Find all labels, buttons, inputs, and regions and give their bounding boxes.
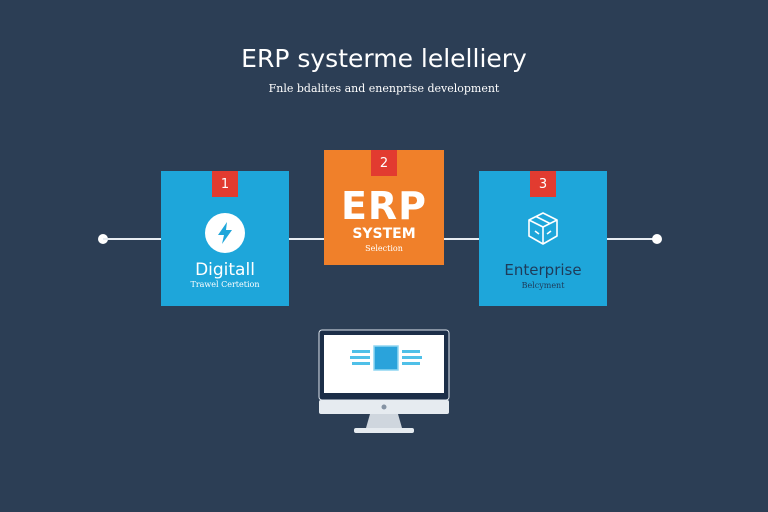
step-name: Enterprise (504, 261, 582, 279)
step-caption: Trawel Certetion (190, 280, 260, 289)
step-name: Digitall (195, 260, 255, 280)
connector-1-2 (289, 238, 324, 240)
step-card-enterprise: 3 Enterprise Belcyment (479, 171, 607, 306)
page-title: ERP systerme lelelliery (241, 44, 527, 73)
lightning-icon (205, 213, 245, 253)
step-badge: 1 (212, 171, 238, 197)
step-caption: Selection (365, 244, 403, 253)
connector-left (103, 238, 161, 240)
step-badge: 3 (530, 171, 556, 197)
connector-right (607, 238, 657, 240)
step-card-digital: 1 Digitall Trawel Certetion (161, 171, 289, 306)
cube-icon (528, 212, 558, 245)
step-name: ERP (340, 184, 428, 228)
connector-2-3 (444, 238, 479, 240)
step-caption: Belcyment (521, 281, 565, 290)
step-subname: SYSTEM (352, 226, 416, 242)
step-card-erp: 2 ERP SYSTEM Selection (324, 150, 444, 265)
step-badge: 2 (371, 150, 397, 176)
computer-monitor-icon (318, 329, 450, 433)
right-endpoint (652, 234, 662, 244)
page-subtitle: Fnle bdalites and enenprise development (268, 82, 500, 95)
